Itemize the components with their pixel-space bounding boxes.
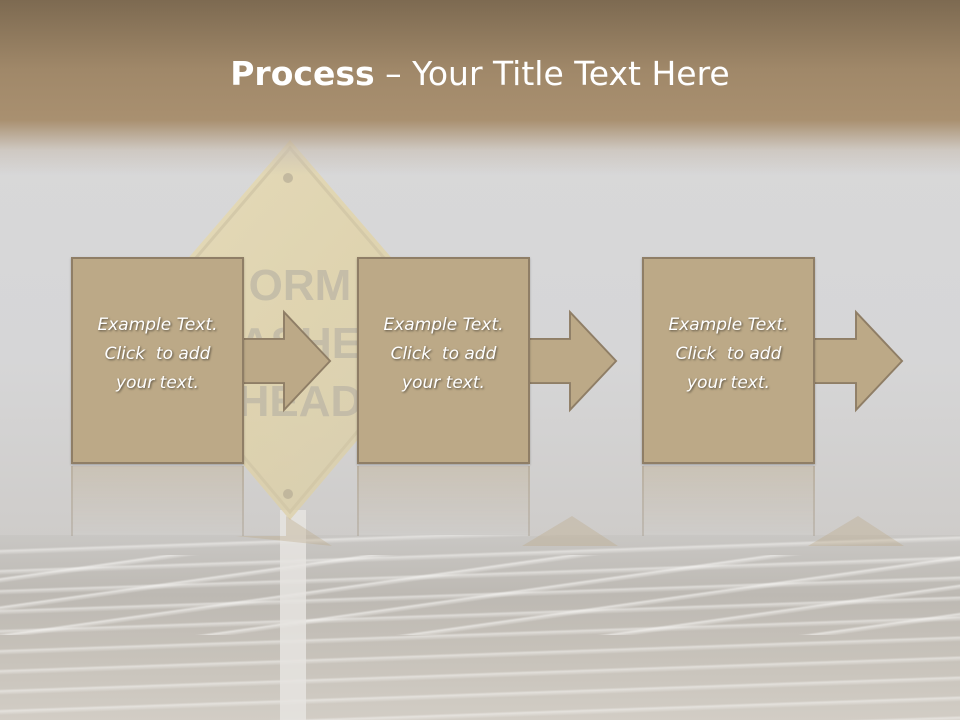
step-1-text[interactable]: Example Text. Click to add your text. [73, 311, 242, 398]
step-text-line: your text. [402, 373, 485, 393]
step-3-reflection [642, 466, 815, 536]
header-band [0, 0, 960, 175]
process-step-3[interactable]: Example Text. Click to add your text. [642, 257, 815, 464]
step-text-line: your text. [687, 373, 770, 393]
step-text-line: Example Text. [383, 315, 504, 335]
sea-foam [0, 555, 960, 635]
arrow-2-reflection [522, 516, 618, 546]
arrow-right-icon [236, 309, 332, 413]
step-text-line: your text. [116, 373, 199, 393]
sign-text-line-1: ORM [249, 261, 352, 310]
step-2-reflection [357, 466, 530, 536]
slide-title[interactable]: Process – Your Title Text Here [0, 52, 960, 96]
process-step-2[interactable]: Example Text. Click to add your text. [357, 257, 530, 464]
step-3-text[interactable]: Example Text. Click to add your text. [644, 311, 813, 398]
arrow-3-reflection [808, 516, 904, 546]
title-bold: Process [230, 54, 375, 93]
step-1-reflection [71, 466, 244, 536]
arrow-1-reflection [236, 516, 332, 546]
step-2-text[interactable]: Example Text. Click to add your text. [359, 311, 528, 398]
arrow-right-icon [808, 309, 904, 413]
arrow-right-icon [522, 309, 618, 413]
process-step-1[interactable]: Example Text. Click to add your text. [71, 257, 244, 464]
title-rest: – Your Title Text Here [374, 54, 730, 93]
step-text-line: Click to add [104, 344, 211, 364]
step-text-line: Click to add [390, 344, 497, 364]
step-text-line: Click to add [675, 344, 782, 364]
step-text-line: Example Text. [97, 315, 218, 335]
step-text-line: Example Text. [668, 315, 789, 335]
